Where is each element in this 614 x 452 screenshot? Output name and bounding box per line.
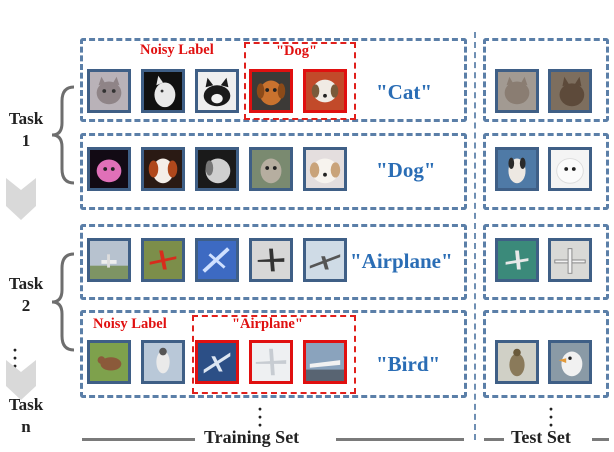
test-line-right (592, 438, 609, 441)
test-image-airplane-1 (495, 238, 539, 282)
test-image-cat-1 (495, 69, 539, 113)
image-bird-noisy-airplane-2 (249, 340, 293, 384)
test-image-dog-1 (495, 147, 539, 191)
chevron-down-icon (6, 178, 36, 220)
image-airplane-1 (87, 238, 131, 282)
test-box-cat (483, 38, 609, 122)
task-2-word: Task (8, 274, 44, 293)
training-line-right (336, 438, 464, 441)
image-bird-1 (87, 340, 131, 384)
train-test-separator (474, 32, 476, 440)
image-airplane-2 (141, 238, 185, 282)
train-ellipsis: ··· (256, 399, 263, 435)
task-ellipsis: ··· (11, 340, 18, 376)
test-image-dog-2 (548, 147, 592, 191)
test-ellipsis: ··· (547, 399, 554, 435)
train-box-dog (80, 133, 467, 210)
noisy-label-bird: Noisy Label (93, 316, 167, 332)
image-airplane-5 (303, 238, 347, 282)
task-1-brace (51, 85, 75, 185)
task-1-label: Task 1 (0, 108, 52, 152)
image-cat-3 (195, 69, 239, 113)
test-image-cat-2 (548, 69, 592, 113)
noisy-label-cat: Noisy Label (140, 42, 214, 58)
chevron-down-icon-2 (6, 360, 36, 400)
task-n-number: n (21, 417, 31, 436)
image-airplane-3 (195, 238, 239, 282)
image-cat-1 (87, 69, 131, 113)
image-cat-noisy-dog-1 (249, 69, 293, 113)
test-box-dog (483, 133, 609, 210)
test-set-label: Test Set (511, 427, 571, 447)
task-2-brace (51, 252, 75, 352)
image-bird-2 (141, 340, 185, 384)
task-n-word: Task (8, 395, 44, 414)
test-box-airplane (483, 224, 609, 300)
image-dog-1 (87, 147, 131, 191)
image-bird-noisy-airplane-1 (195, 340, 239, 384)
noisy-group-cat (244, 42, 356, 120)
test-line-left (484, 438, 504, 441)
image-dog-2 (141, 147, 185, 191)
image-bird-noisy-airplane-3 (303, 340, 347, 384)
noisy-target-cat: "Dog" (276, 43, 318, 59)
image-cat-2 (141, 69, 185, 113)
task-2-label: Task 2 (0, 273, 52, 317)
test-image-bird-2 (548, 340, 592, 384)
test-image-bird-1 (495, 340, 539, 384)
class-label-cat: "Cat" (376, 80, 432, 104)
task-1-number: 1 (21, 131, 31, 150)
task-n-label: Task n (0, 394, 52, 438)
image-dog-3 (195, 147, 239, 191)
class-label-dog: "Dog" (376, 158, 436, 182)
task-1-word: Task (8, 109, 44, 128)
image-dog-4 (249, 147, 293, 191)
noisy-target-bird: "Airplane" (232, 316, 303, 332)
task-2-number: 2 (21, 296, 31, 315)
train-box-airplane (80, 224, 467, 300)
image-cat-noisy-dog-2 (303, 69, 347, 113)
test-image-airplane-2 (548, 238, 592, 282)
training-line-left (82, 438, 195, 441)
test-box-bird (483, 310, 609, 398)
class-label-bird: "Bird" (376, 352, 441, 376)
class-label-airplane: "Airplane" (350, 249, 453, 273)
training-set-label: Training Set (204, 427, 300, 447)
train-box-cat (80, 38, 467, 122)
image-dog-5 (303, 147, 347, 191)
image-airplane-4 (249, 238, 293, 282)
noisy-group-bird (192, 315, 356, 394)
train-box-bird (80, 310, 467, 398)
